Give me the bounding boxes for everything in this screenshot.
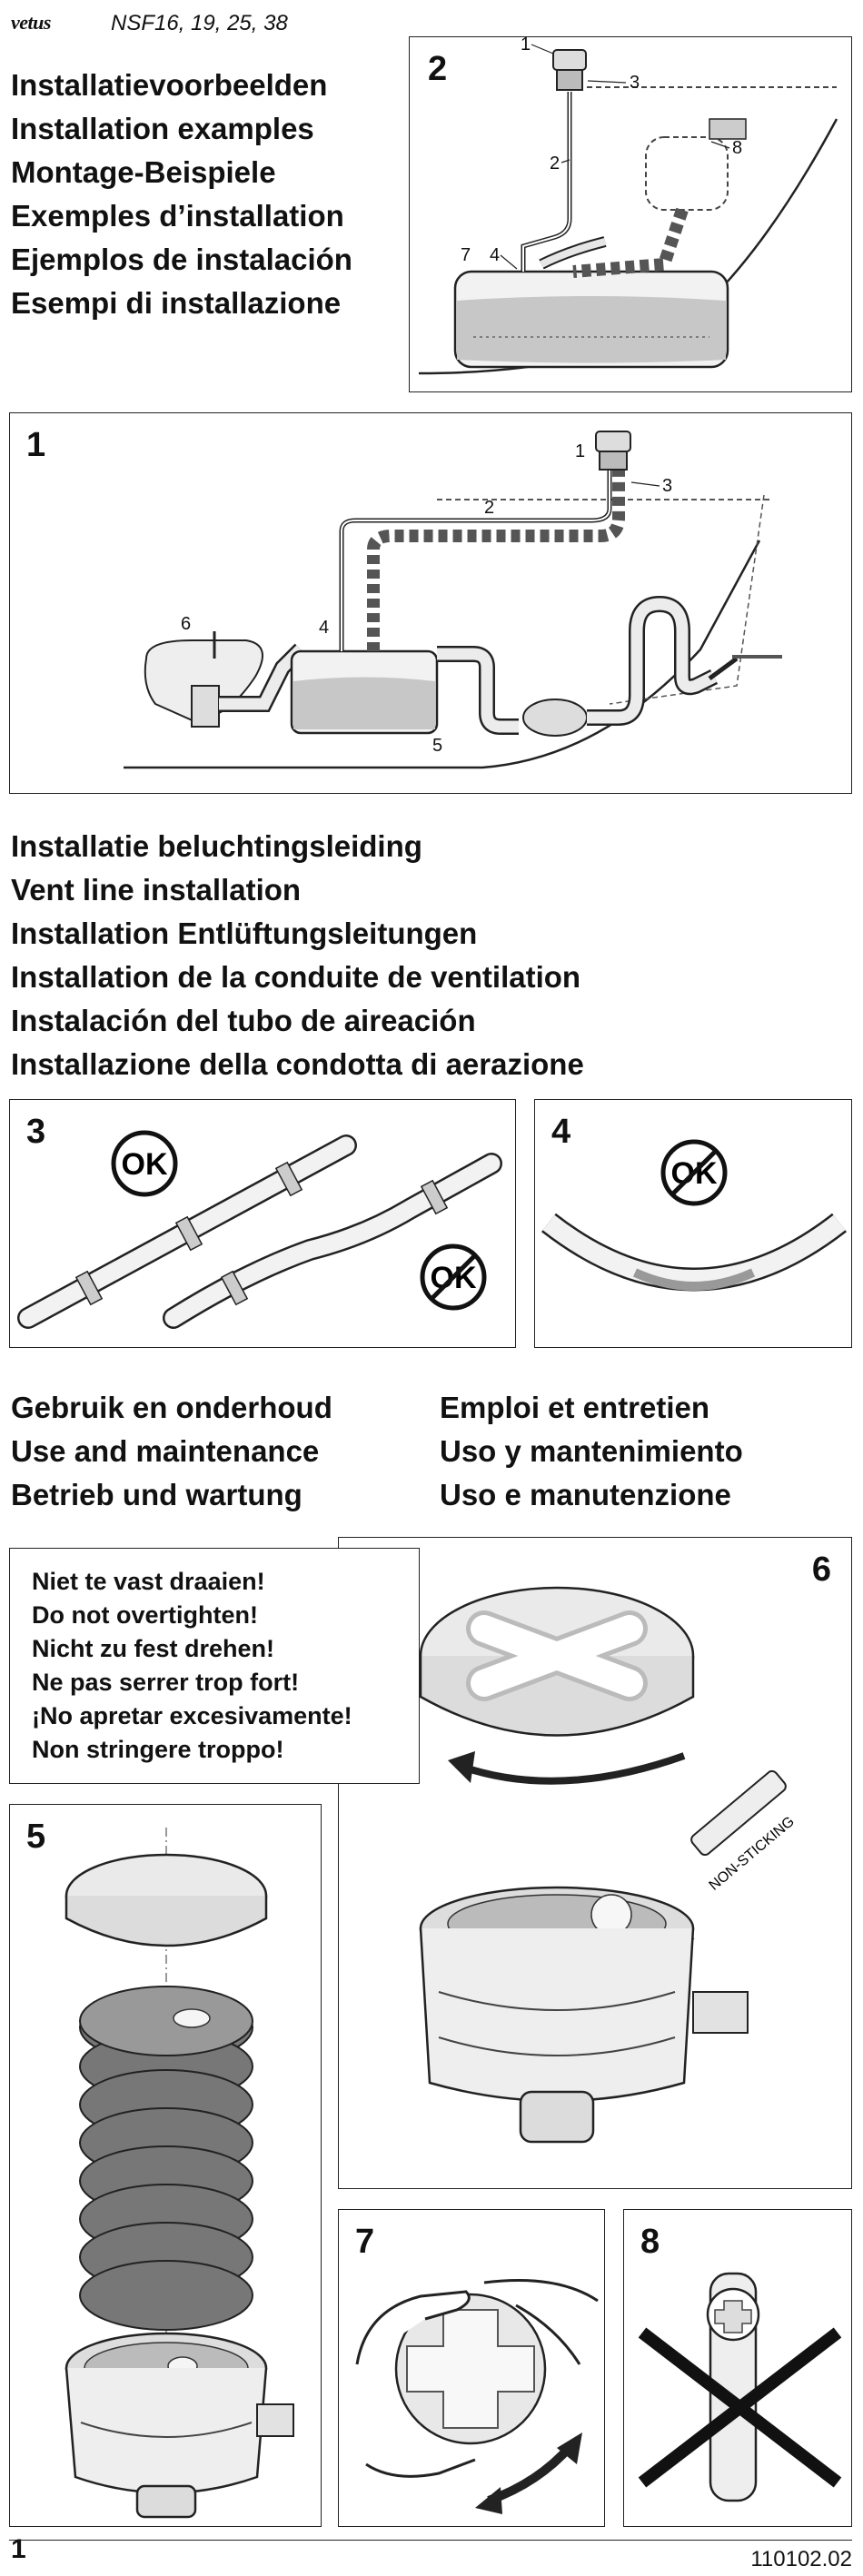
figure-number: 5 (26, 1818, 46, 1856)
callout-label: 2 (550, 154, 560, 173)
page-number: 1 (11, 2534, 26, 2564)
figure-2-panel: 2 1 2 3 4 7 8 (409, 35, 852, 392)
model-list: NSF16, 19, 25, 38 (111, 11, 288, 35)
callout-label: 6 (181, 614, 191, 634)
heading-line: Installation Entlüftungsleitungen (11, 916, 478, 950)
use-maintenance-heading-right: Emploi et entretien Uso y mantenimiento … (440, 1386, 743, 1517)
warning-line: ¡No apretar excesivamente! (32, 1702, 352, 1729)
figure-number: 3 (26, 1113, 46, 1151)
installation-examples-heading: Installatievoorbeelden Installation exam… (11, 64, 352, 325)
figure-number: 2 (428, 50, 448, 88)
heading-line: Esempi di installazione (11, 286, 342, 320)
figure-number: 1 (26, 426, 46, 464)
warning-line: Nicht zu fest drehen! (32, 1635, 275, 1662)
callout-label: 1 (575, 441, 585, 461)
heading-line: Installatievoorbeelden (11, 68, 328, 102)
warning-line: Niet te vast draaien! (32, 1568, 265, 1595)
callout-label: 4 (319, 618, 329, 638)
sagging-vent-line-illustration: OK (541, 1139, 847, 1292)
callout-label: 3 (662, 476, 672, 496)
warning-line: Ne pas serrer trop fort! (32, 1669, 300, 1696)
heading-line: Gebruik en onderhoud (11, 1391, 332, 1424)
installation-example-1-illustration: 1 2 3 4 5 6 (124, 431, 782, 769)
callout-label: 7 (461, 245, 471, 265)
callout-label: 3 (630, 73, 640, 93)
tightening-by-hand-illustration (355, 2279, 599, 2514)
ok-label: OK (122, 1147, 168, 1182)
brand-logo: vetus (11, 11, 51, 34)
figure-4-panel: 4 OK (534, 1099, 852, 1348)
heading-line: Montage-Beispiele (11, 155, 276, 189)
heading-line: Instalación del tubo de aireación (11, 1004, 476, 1037)
filter-exploded-view-illustration (64, 1828, 294, 2519)
no-tool-illustration (638, 2272, 842, 2502)
figure-6-panel: 6 NON-STICKING (338, 1537, 852, 2189)
heading-line: Use and maintenance (11, 1434, 320, 1468)
figure-number: 6 (811, 1551, 831, 1589)
heading-line: Uso y mantenimiento (440, 1434, 743, 1468)
filter-lid-removal-illustration: NON-STICKING (419, 1586, 798, 2144)
figure-5-panel: 5 (9, 1804, 322, 2527)
warning-line: Do not overtighten! (32, 1601, 258, 1629)
footer-rule (9, 2540, 852, 2541)
heading-line: Vent line installation (11, 873, 302, 907)
warning-box: Niet te vast draaien! Do not overtighten… (9, 1548, 420, 1784)
figure-7-panel: 7 (338, 2209, 605, 2527)
figure-3-panel: 3 OK OK (9, 1099, 516, 1348)
document-code: 110102.02 (750, 2547, 852, 2571)
callout-label: 2 (484, 498, 494, 518)
callout-label: 8 (732, 138, 742, 158)
heading-line: Betrieb und wartung (11, 1478, 303, 1511)
heading-line: Emploi et entretien (440, 1391, 710, 1424)
heading-line: Installazione della condotta di aerazion… (11, 1047, 584, 1081)
figure-number: 4 (551, 1113, 571, 1151)
heading-line: Uso e manutenzione (440, 1478, 731, 1511)
figure-1-panel: 1 1 2 3 4 5 6 (9, 412, 852, 794)
figure-number: 8 (640, 2223, 660, 2261)
heading-line: Exemples d’installation (11, 199, 344, 233)
callout-label: 5 (432, 736, 442, 756)
callout-label: 1 (521, 35, 531, 54)
figure-number: 7 (355, 2223, 375, 2261)
callout-label: 4 (490, 245, 500, 265)
heading-line: Installation de la conduite de ventilati… (11, 960, 581, 994)
vent-line-heading: Installatie beluchtingsleiding Vent line… (11, 825, 584, 1086)
use-maintenance-heading-left: Gebruik en onderhoud Use and maintenance… (11, 1386, 332, 1517)
heading-line: Installatie beluchtingsleiding (11, 829, 422, 863)
vent-line-slope-illustration: OK OK (17, 1130, 502, 1329)
installation-example-2-illustration: 1 2 3 4 7 8 (418, 35, 838, 375)
warning-line: Non stringere troppo! (32, 1736, 284, 1763)
figure-8-panel: 8 (623, 2209, 852, 2527)
heading-line: Installation examples (11, 112, 314, 145)
heading-line: Ejemplos de instalación (11, 243, 352, 276)
